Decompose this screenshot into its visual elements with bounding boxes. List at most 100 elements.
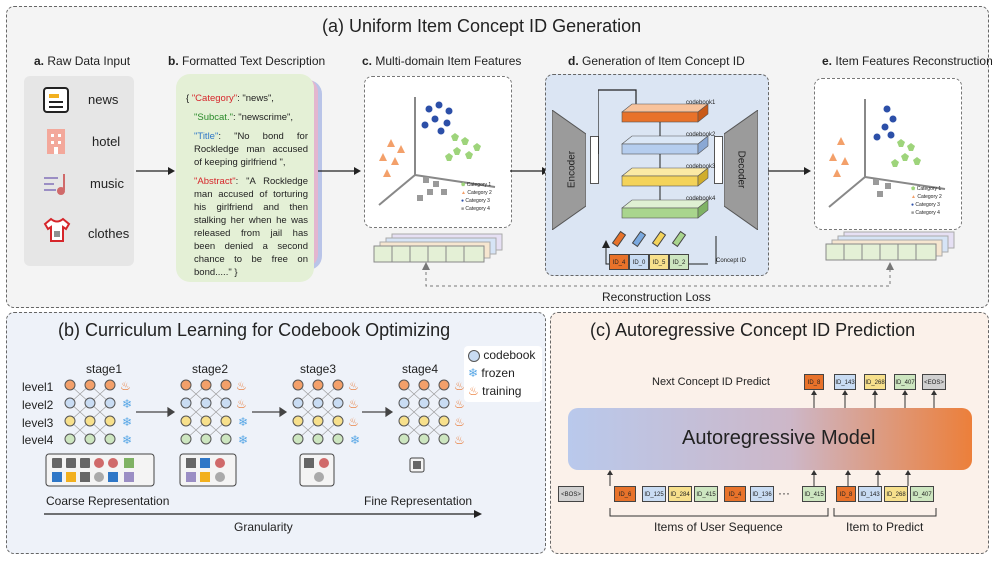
legend-c-cat1: ⬟ Category 1 (461, 182, 492, 188)
feature-plot-c: ⬟ Category 1 ▲ Category 2 ● Category 3 ■… (364, 76, 512, 228)
svg-text:❄: ❄ (122, 433, 132, 447)
encoder-label: Encoder (566, 150, 578, 189)
legend-frozen: ❄ frozen (468, 366, 515, 380)
curriculum-networks: ♨ ♨♨ ♨♨♨ ♨♨♨♨ ❄❄❄ ❄❄ ❄ (64, 379, 465, 447)
level-label-3: level3 (22, 416, 54, 430)
svg-text:♨: ♨ (348, 397, 359, 411)
codebook-vectors (611, 230, 687, 248)
level-label-2: level2 (22, 398, 54, 412)
coarse-representation-label: Coarse Representation (46, 494, 170, 508)
decoder-label: Decoder (735, 150, 747, 189)
decoder-shape (724, 110, 758, 230)
sequence-brackets (609, 508, 937, 517)
raw-item-hotel: hotel (92, 134, 121, 149)
json-line-subcat: "Subcat.": "newscrime", (194, 112, 294, 123)
legend-e-cat4: ■ Category 4 (911, 210, 940, 216)
panel-a-title: (a) Uniform Item Concept ID Generation (322, 16, 642, 36)
legend-c-cat3: ● Category 3 (461, 198, 490, 204)
items-user-sequence-label: Items of User Sequence (654, 520, 783, 534)
stage-label-2: stage2 (192, 362, 229, 376)
reconstruction-loss-line (422, 262, 894, 287)
next-concept-label: Next Concept ID Predict (652, 376, 770, 388)
panel-c-title: (c) Autoregressive Concept ID Prediction (590, 320, 916, 340)
svg-text:♨: ♨ (348, 415, 359, 429)
input-arrows (607, 470, 911, 486)
item-to-predict-label: Item to Predict (846, 520, 924, 534)
output-token-2: ID_268 (864, 374, 886, 390)
level-label-1: level1 (22, 380, 54, 394)
concept-id-token-2: ID_5 (649, 254, 669, 270)
legend-c-cat4: ■ Category 4 (461, 206, 490, 212)
codebook-legend-icon (468, 349, 480, 362)
raw-data-box (24, 76, 134, 266)
music-icon (42, 170, 72, 203)
output-token-3: ID_407 (894, 374, 916, 390)
concept-id-token-3: ID_2 (669, 254, 689, 270)
arrow-c-to-d (510, 167, 549, 175)
reconstruction-loss-label: Reconstruction Loss (602, 290, 711, 304)
granularity-arrow (44, 510, 482, 518)
svg-text:❄: ❄ (350, 433, 360, 447)
feature-plot-e: ⬟ Category 1 ▲ Category 2 ● Category 3 ■… (814, 78, 962, 230)
input-token-4: ID_415 (694, 486, 718, 502)
formatted-text-card: { "Category": "news", "Subcat.": "newscr… (176, 74, 314, 282)
input-token-9: ID_8 (836, 486, 856, 502)
multi-domain-title: c. Multi-domain Item Features (362, 54, 522, 68)
codebook1-label: codebook1 (686, 100, 716, 106)
concept-id-title: d. Generation of Item Concept ID (568, 54, 745, 68)
arrow-d-to-e (768, 167, 811, 175)
legend-e-cat3: ● Category 3 (911, 202, 940, 208)
feature-vectors-c (373, 233, 503, 263)
hotel-icon (42, 126, 70, 161)
svg-text:♨: ♨ (454, 397, 465, 411)
svg-text:♨: ♨ (236, 397, 247, 411)
raw-data-title: a. Raw Data Input (34, 54, 131, 68)
svg-text:♨: ♨ (454, 379, 465, 393)
concept-id-token-1: ID_0 (629, 254, 649, 270)
input-token-11: ID_268 (884, 486, 908, 502)
input-token-6: ID_136 (750, 486, 774, 502)
autoregressive-model-box (568, 408, 972, 470)
feature-vectors-e (825, 231, 955, 261)
svg-text:♨: ♨ (348, 379, 359, 393)
arrow-b-to-c (318, 167, 361, 175)
codebook-stack (598, 89, 709, 219)
concept-id-token-0: ID_4 (609, 254, 629, 270)
output-token-4: <EOS> (922, 374, 946, 390)
reconstruction-title: e. Item Features Reconstruction (822, 54, 993, 68)
input-token-3: ID_284 (668, 486, 692, 502)
input-token-5: ID_4 (724, 486, 746, 502)
input-token-2: ID_125 (642, 486, 666, 502)
json-line-category: { "Category": "news", (186, 93, 274, 104)
panel-b-title: (b) Curriculum Learning for Codebook Opt… (58, 320, 451, 340)
output-token-0: ID_8 (804, 374, 824, 390)
svg-text:♨: ♨ (454, 433, 465, 447)
svg-text:❄: ❄ (238, 433, 248, 447)
output-arrows (811, 390, 937, 408)
codebook2-label: codebook2 (686, 132, 716, 138)
raw-item-music: music (90, 176, 124, 191)
formatted-text-title: b. Formatted Text Description (168, 54, 326, 68)
snowflake-icon: ❄ (468, 366, 479, 380)
legend-training: ♨ training (468, 384, 522, 398)
news-icon (42, 86, 70, 119)
autoregressive-model-label: Autoregressive Model (682, 427, 876, 449)
arrow-a-to-b (136, 167, 175, 175)
output-token-1: ID_143 (834, 374, 856, 390)
json-line-title: "Title": "No bond for Rockledge man accu… (194, 131, 308, 168)
level-label-4: level4 (22, 433, 54, 447)
fine-representation-label: Fine Representation (364, 494, 473, 508)
legend-c-cat2: ▲ Category 2 (461, 190, 492, 196)
json-line-abstract: "Abstract": "A Rockledge man accused of … (194, 176, 308, 278)
input-ellipsis: ··· (778, 486, 790, 500)
svg-text:♨: ♨ (454, 415, 465, 429)
concept-id-label: Concept ID (716, 258, 747, 264)
fire-icon: ♨ (468, 384, 479, 398)
legend-e-cat2: ▲ Category 2 (911, 194, 942, 200)
legend-e-cat1: ⬟ Category 1 (911, 186, 942, 192)
svg-text:♨: ♨ (120, 379, 131, 393)
input-token-8: ID_415 (802, 486, 826, 502)
svg-text:❄: ❄ (238, 415, 248, 429)
decoder-latent (714, 136, 723, 184)
stage-label-1: stage1 (86, 362, 123, 376)
